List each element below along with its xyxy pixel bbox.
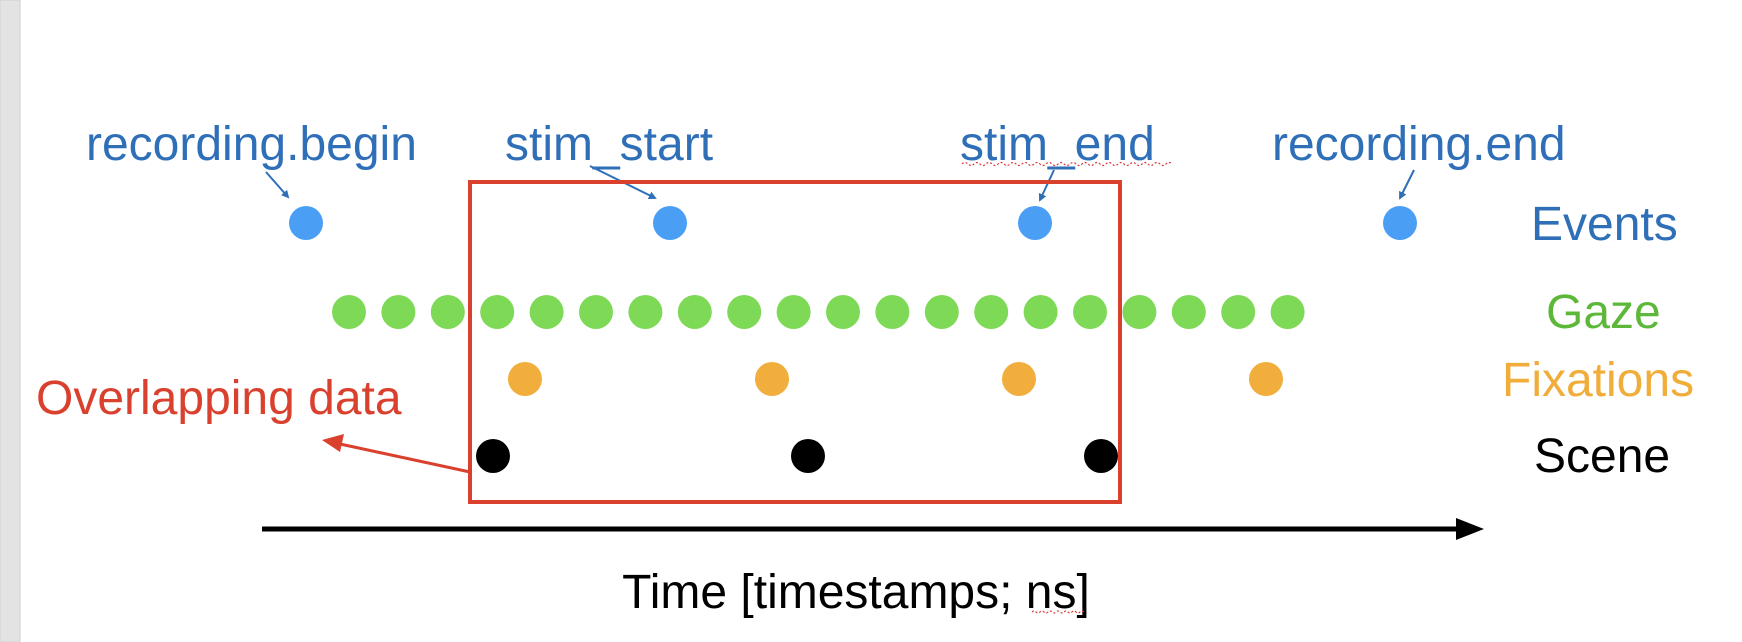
fixation-dot-3 bbox=[1002, 362, 1036, 396]
fixation-dot-4 bbox=[1249, 362, 1283, 396]
event-label-recording-begin: recording.begin bbox=[86, 118, 417, 171]
gaze-dot-5 bbox=[529, 295, 564, 329]
arrow-recording-begin bbox=[265, 171, 290, 199]
gaze-dot-20 bbox=[1270, 295, 1305, 329]
overlap-arrow-line bbox=[339, 442, 471, 474]
overlap-label: Overlapping data bbox=[36, 372, 402, 425]
gaze-dot-9 bbox=[727, 295, 762, 329]
left-sidebar-strip bbox=[0, 0, 21, 642]
events-row bbox=[289, 206, 1417, 240]
gaze-dot-16 bbox=[1073, 295, 1107, 329]
ns-spellcheck-underline bbox=[1031, 610, 1085, 614]
fixation-dot-2 bbox=[755, 362, 789, 396]
scene-row bbox=[476, 439, 1118, 473]
gaze-dot-15 bbox=[1023, 295, 1058, 329]
gaze-dot-12 bbox=[875, 295, 910, 329]
gaze-dot-10 bbox=[776, 295, 811, 329]
gaze-dot-4 bbox=[480, 295, 515, 329]
gaze-dot-19 bbox=[1221, 295, 1256, 329]
gaze-dot-3 bbox=[430, 295, 465, 329]
fixations-row bbox=[508, 362, 1283, 396]
overlap-arrow-head bbox=[322, 434, 344, 452]
row-label-fixations: Fixations bbox=[1502, 354, 1694, 407]
event-dot-2 bbox=[653, 206, 687, 240]
gaze-dot-2 bbox=[381, 295, 416, 329]
arrow-stim-end bbox=[1038, 169, 1055, 202]
gaze-dot-11 bbox=[826, 295, 860, 329]
gaze-row bbox=[332, 295, 1305, 329]
time-axis-label: Time [timestamps; ns] bbox=[622, 566, 1090, 619]
event-label-recording-end: recording.end bbox=[1272, 118, 1566, 171]
event-label-stim-end: stim_end bbox=[960, 118, 1155, 171]
row-label-scene: Scene bbox=[1534, 430, 1670, 483]
time-axis-arrowhead bbox=[1456, 518, 1484, 540]
scene-dot-1 bbox=[476, 439, 510, 473]
scene-dot-2 bbox=[791, 439, 825, 473]
stim-end-spellcheck-underline bbox=[961, 161, 1173, 167]
row-label-events: Events bbox=[1531, 198, 1678, 251]
event-dot-1 bbox=[289, 206, 323, 240]
row-label-gaze: Gaze bbox=[1546, 286, 1661, 339]
gaze-dot-18 bbox=[1171, 295, 1206, 329]
gaze-dot-1 bbox=[332, 295, 366, 329]
event-dot-4 bbox=[1383, 206, 1417, 240]
gaze-dot-14 bbox=[974, 295, 1009, 329]
fixation-dot-1 bbox=[508, 362, 542, 396]
gaze-dot-17 bbox=[1122, 295, 1157, 329]
arrow-recording-end bbox=[1399, 169, 1415, 200]
event-label-stim-start: stim_start bbox=[505, 118, 713, 171]
event-dot-3 bbox=[1018, 206, 1052, 240]
gaze-dot-8 bbox=[677, 295, 712, 329]
gaze-dot-13 bbox=[924, 295, 959, 329]
overlap-box bbox=[468, 180, 1122, 504]
gaze-dot-6 bbox=[579, 295, 613, 329]
gaze-dot-7 bbox=[628, 295, 663, 329]
scene-dot-3 bbox=[1084, 439, 1118, 473]
